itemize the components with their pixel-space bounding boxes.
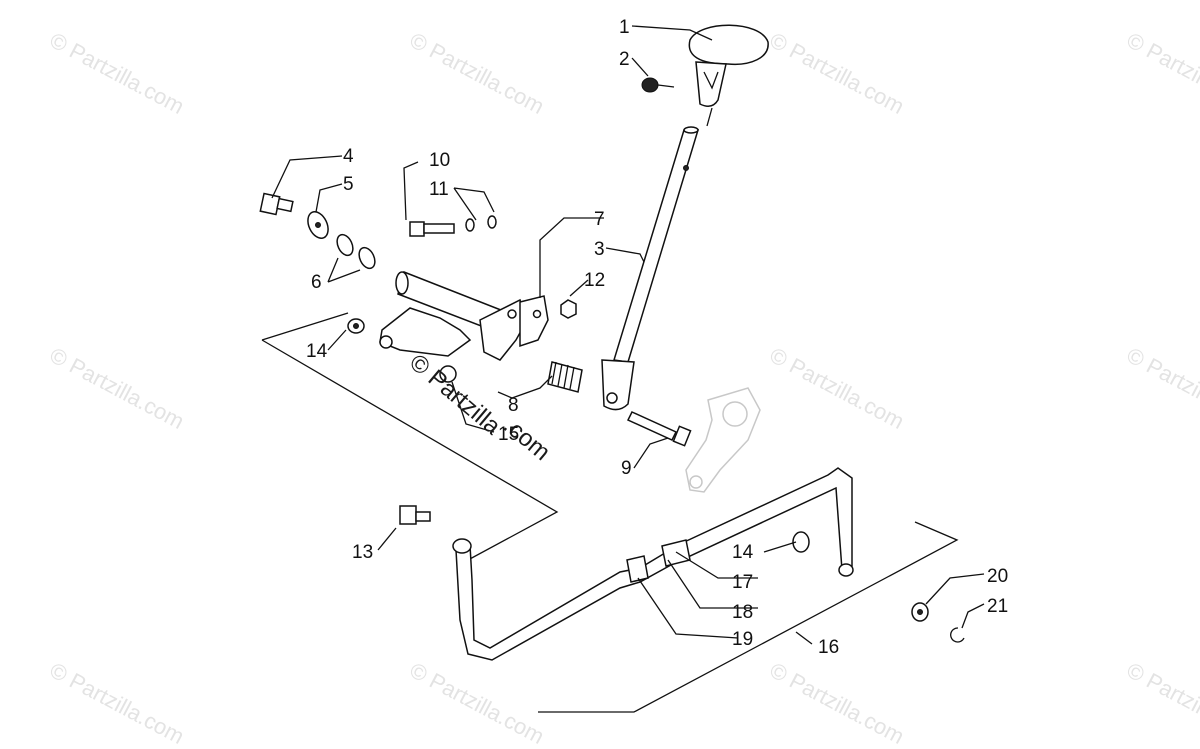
callout-14-lower: 14 xyxy=(732,542,754,563)
callout-12: 12 xyxy=(584,270,605,291)
washer-5 xyxy=(307,211,329,239)
callout-21: 21 xyxy=(987,596,1008,617)
o-rings-6 xyxy=(336,233,376,270)
knob-screw xyxy=(641,77,675,93)
washers-11 xyxy=(465,215,497,232)
watermark-text: © Partzilla.com xyxy=(766,657,909,749)
bolt-9 xyxy=(626,411,692,447)
callout-16: 16 xyxy=(818,637,839,658)
callout-5: 5 xyxy=(343,174,354,195)
callout-3: 3 xyxy=(594,239,605,260)
clip-21 xyxy=(950,627,965,643)
watermark-text: © Partzilla.com xyxy=(766,342,909,434)
callout-2: 2 xyxy=(619,49,630,70)
callout-18: 18 xyxy=(732,602,753,623)
shift-knob xyxy=(688,24,769,127)
bolt-13 xyxy=(399,505,431,525)
washer-14-upper xyxy=(347,318,365,334)
callouts: 1 2 3 4 5 6 7 8 9 10 11 12 13 14 14 15 1… xyxy=(306,17,1008,658)
watermark-text: © Partzilla.com xyxy=(46,657,189,749)
watermark-text: © Partzilla.com xyxy=(406,657,549,749)
pivot-bracket xyxy=(379,270,549,361)
watermark-text: © Partzilla.com xyxy=(766,27,909,119)
callout-9: 9 xyxy=(621,458,632,479)
watermark-text: © Partzilla.com xyxy=(46,342,189,434)
callout-10: 10 xyxy=(429,150,450,171)
assembly-outline xyxy=(261,312,959,713)
callout-15: 15 xyxy=(498,424,519,445)
leader-lines xyxy=(271,25,985,645)
callout-17: 17 xyxy=(732,572,753,593)
ghost-arm xyxy=(685,387,761,493)
watermark-text: © Partzilla.com xyxy=(46,27,189,119)
detent-10 xyxy=(409,221,455,237)
washer-20 xyxy=(911,602,929,622)
washer-14-lower xyxy=(792,531,810,553)
watermark-text: © Partzilla.com xyxy=(406,27,549,119)
callout-11: 11 xyxy=(429,179,449,200)
watermark-text: © Partzilla.com xyxy=(1123,342,1200,434)
center-watermark: © Partzilla .com xyxy=(404,349,555,466)
callout-6: 6 xyxy=(311,272,322,293)
watermark-text: © Partzilla.com xyxy=(1123,27,1200,119)
watermark-text: © Partzilla.com xyxy=(1123,657,1200,749)
spacer-15 xyxy=(439,365,457,383)
shift-rod xyxy=(452,467,854,661)
callout-4: 4 xyxy=(343,146,354,167)
nut-12 xyxy=(560,299,577,319)
callout-7: 7 xyxy=(594,209,605,230)
spring-8 xyxy=(547,361,583,393)
callout-8: 8 xyxy=(508,395,519,416)
bolt-4 xyxy=(259,192,294,216)
callout-20: 20 xyxy=(987,566,1008,587)
callout-13: 13 xyxy=(352,542,373,563)
center-watermark-line1: © Partzilla xyxy=(404,349,506,441)
callout-19: 19 xyxy=(732,629,753,650)
shift-lever xyxy=(601,126,700,411)
callout-14-upper: 14 xyxy=(306,341,328,362)
callout-1: 1 xyxy=(619,17,630,38)
